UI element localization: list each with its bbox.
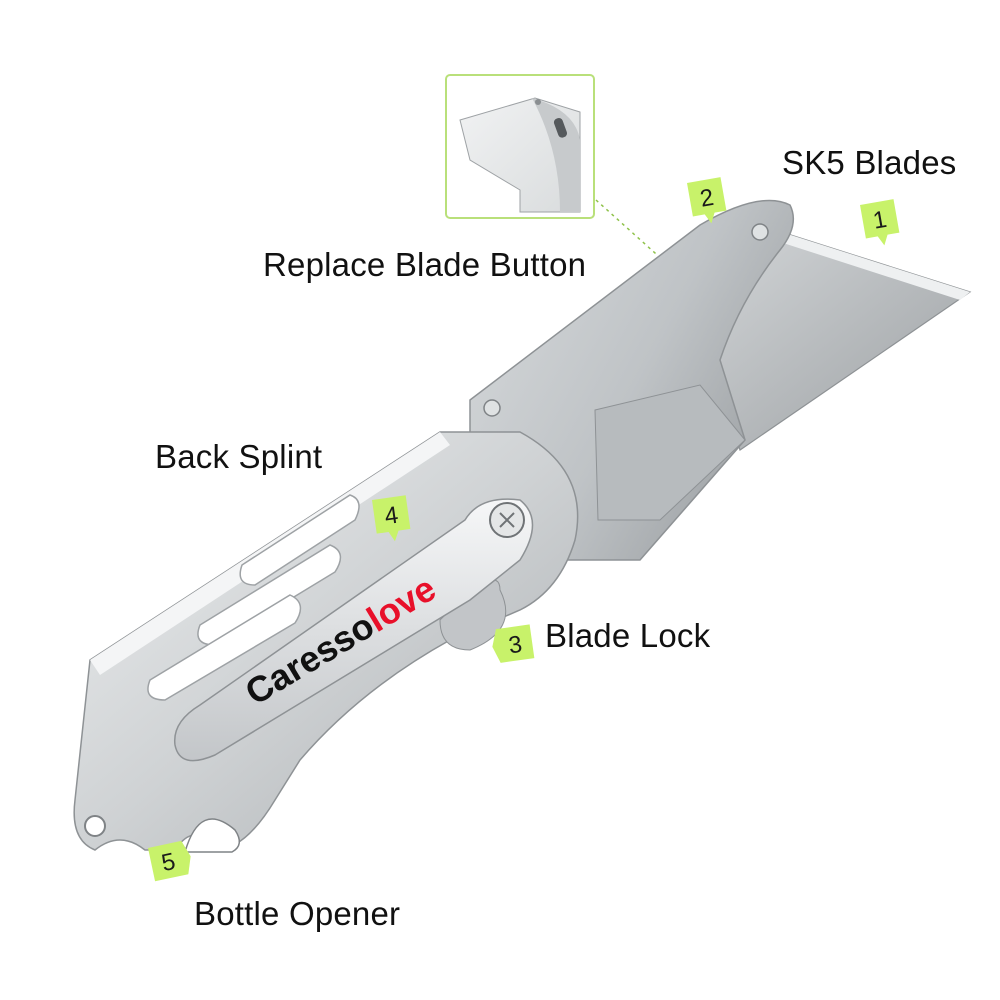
label-replace-blade-button: Replace Blade Button (263, 246, 587, 283)
badge-3: 3 (492, 624, 535, 663)
badge-4: 4 (372, 495, 411, 542)
badge-5: 5 (148, 840, 191, 882)
label-back-splint: Back Splint (155, 438, 323, 475)
blade-screw-icon (751, 223, 769, 241)
svg-text:4: 4 (383, 502, 400, 531)
label-sk5-blades: SK5 Blades (782, 144, 957, 181)
label-bottle-opener: Bottle Opener (194, 895, 401, 932)
inset-detail-box (445, 74, 595, 219)
svg-text:2: 2 (698, 184, 716, 213)
svg-text:3: 3 (507, 631, 524, 660)
badge-1: 1 (860, 199, 900, 246)
pivot-rivet-icon (483, 399, 501, 417)
inset-button-slot-icon (553, 118, 567, 138)
svg-text:1: 1 (871, 206, 889, 235)
svg-text:5: 5 (159, 848, 178, 877)
handle-slots (147, 494, 360, 701)
pocket-clip (173, 498, 534, 762)
badge-2: 2 (687, 177, 727, 224)
label-blade-lock: Blade Lock (545, 617, 711, 654)
bottle-opener-notch (184, 818, 241, 853)
lanyard-hole-icon (84, 815, 106, 837)
inset-leader-line (595, 199, 666, 263)
